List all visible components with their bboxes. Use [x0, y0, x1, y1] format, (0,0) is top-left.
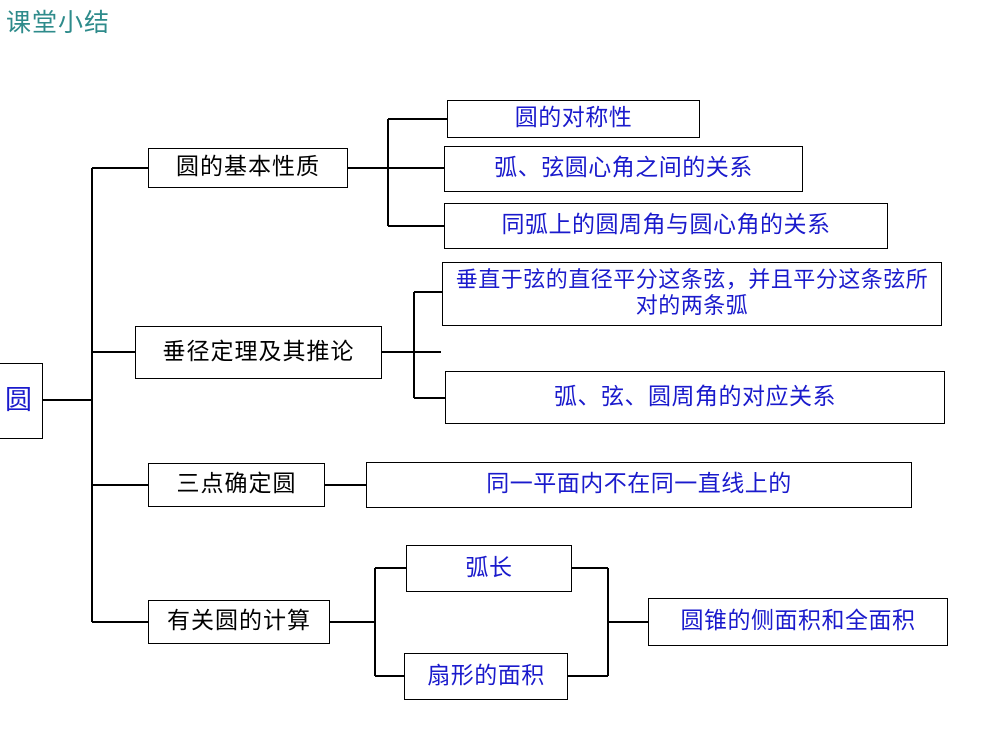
node-leaf-inscribed-central-angle[interactable]: 同弧上的圆周角与圆心角的关系 [444, 203, 888, 249]
node-leaf-cone-lateral-total-area-label: 圆锥的侧面积和全面积 [680, 608, 916, 635]
node-branch-three-points-determine-circle[interactable]: 三点确定圆 [148, 463, 325, 507]
node-leaf-non-collinear-points[interactable]: 同一平面内不在同一直线上的 [366, 462, 912, 508]
node-leaf-arc-chord-central-angle[interactable]: 弧、弦圆心角之间的关系 [444, 146, 803, 192]
node-leaf-sector-area[interactable]: 扇形的面积 [404, 653, 568, 700]
node-leaf-inscribed-central-angle-label: 同弧上的圆周角与圆心角的关系 [501, 212, 831, 239]
node-branch-basic-properties[interactable]: 圆的基本性质 [148, 148, 348, 188]
node-root-circle[interactable]: 圆 [0, 363, 43, 439]
node-branch-basic-properties-label: 圆的基本性质 [176, 154, 320, 181]
node-leaf-circle-symmetry-label: 圆的对称性 [514, 105, 633, 132]
node-branch-perpendicular-diameter-theorem-label: 垂径定理及其推论 [162, 338, 355, 365]
node-leaf-sector-area-label: 扇形的面积 [427, 662, 545, 689]
node-root-circle-label: 圆 [5, 384, 32, 416]
node-leaf-arc-chord-central-angle-label: 弧、弦圆心角之间的关系 [494, 155, 753, 182]
node-leaf-arc-chord-inscribed-correspondence[interactable]: 弧、弦、圆周角的对应关系 [445, 371, 945, 424]
node-leaf-perpendicular-bisects-chord[interactable]: 垂直于弦的直径平分这条弦，并且平分这条弦所对的两条弧 [442, 262, 942, 326]
node-leaf-arc-length[interactable]: 弧长 [406, 545, 572, 592]
node-branch-circle-calculations-label: 有关圆的计算 [167, 608, 311, 635]
page-title: 课堂小结 [6, 8, 111, 37]
node-branch-perpendicular-diameter-theorem[interactable]: 垂径定理及其推论 [135, 326, 382, 379]
node-leaf-arc-chord-inscribed-correspondence-label: 弧、弦、圆周角的对应关系 [554, 383, 836, 410]
node-branch-circle-calculations[interactable]: 有关圆的计算 [148, 600, 330, 644]
node-leaf-circle-symmetry[interactable]: 圆的对称性 [447, 100, 700, 138]
node-leaf-non-collinear-points-label: 同一平面内不在同一直线上的 [486, 471, 792, 498]
node-leaf-arc-length-label: 弧长 [465, 554, 513, 581]
node-branch-three-points-determine-circle-label: 三点确定圆 [176, 471, 297, 498]
node-leaf-perpendicular-bisects-chord-label: 垂直于弦的直径平分这条弦，并且平分这条弦所对的两条弧 [455, 268, 929, 319]
node-leaf-cone-lateral-total-area[interactable]: 圆锥的侧面积和全面积 [648, 598, 948, 646]
